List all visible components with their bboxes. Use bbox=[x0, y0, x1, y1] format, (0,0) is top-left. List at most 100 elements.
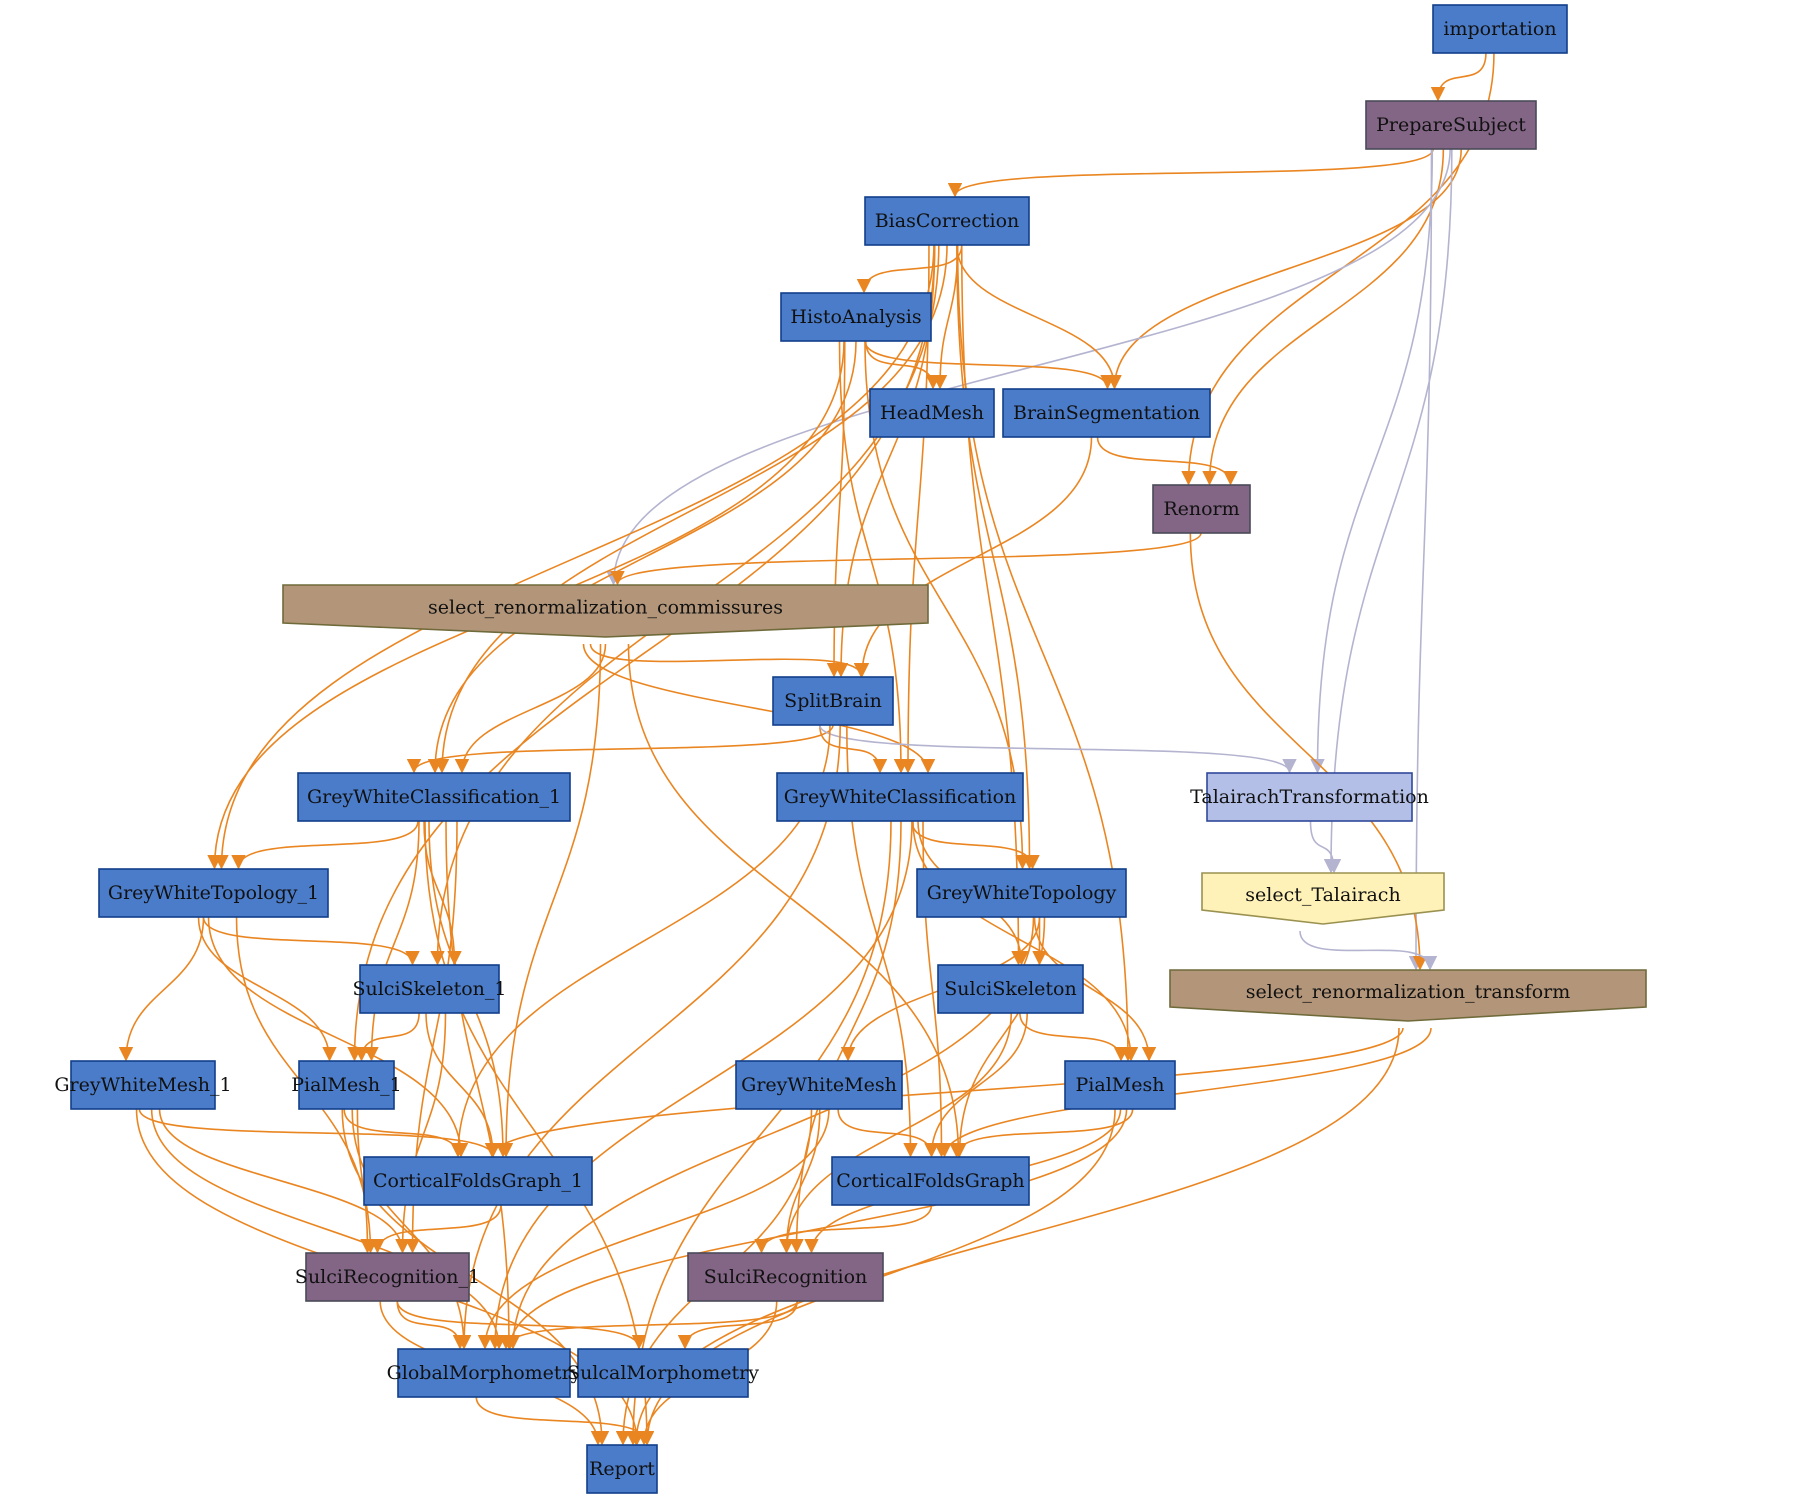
node-shape bbox=[397, 1348, 571, 1398]
edge-grey-white-classification-to-global-morphometry bbox=[487, 820, 913, 1350]
edge-grey-white-classification-1-to-pial-mesh-1 bbox=[364, 820, 420, 1062]
edge-histo-analysis-to-grey-white-classification-1 bbox=[427, 340, 857, 774]
edge-select-renormalization-transform-to-cortical-folds-graph bbox=[937, 1027, 1432, 1158]
edge-histo-analysis-to-grey-white-classification bbox=[838, 340, 909, 774]
node-grey-white-mesh-1[interactable]: GreyWhiteMesh_1 bbox=[54, 1060, 232, 1110]
node-renorm[interactable]: Renorm bbox=[1152, 484, 1251, 534]
node-label: SulciRecognition_1 bbox=[295, 1266, 480, 1288]
node-sulcal-morphometry[interactable]: SulcalMorphometry bbox=[567, 1348, 759, 1398]
edge-histo-analysis-to-grey-white-topology bbox=[864, 340, 1030, 870]
node-histo-analysis[interactable]: HistoAnalysis bbox=[780, 292, 932, 342]
node-label: CorticalFoldsGraph bbox=[836, 1170, 1024, 1192]
node-global-morphometry[interactable]: GlobalMorphometry bbox=[387, 1348, 582, 1398]
edge-bias-correction-to-grey-white-topology-1 bbox=[214, 244, 935, 870]
node-shape bbox=[363, 1156, 593, 1206]
node-bias-correction[interactable]: BiasCorrection bbox=[864, 196, 1030, 246]
node-shape bbox=[1206, 772, 1413, 822]
node-shape bbox=[937, 964, 1084, 1014]
node-sulci-skeleton-1[interactable]: SulciSkeleton_1 bbox=[352, 964, 507, 1014]
node-label: select_Talairach bbox=[1245, 884, 1400, 906]
node-shape bbox=[359, 964, 500, 1014]
edge-sulci-recognition-1-to-global-morphometry bbox=[396, 1300, 468, 1350]
edge-bias-correction-to-grey-white-classification-1 bbox=[434, 244, 948, 774]
node-label: Report bbox=[589, 1458, 655, 1480]
edge-prepare-subject-to-brain-segmentation bbox=[1107, 148, 1462, 390]
edge-sulci-skeleton-1-to-pial-mesh-1 bbox=[354, 1012, 420, 1062]
node-grey-white-topology[interactable]: GreyWhiteTopology bbox=[916, 868, 1127, 918]
edge-grey-white-mesh-1-to-cortical-folds-graph-1 bbox=[138, 1108, 501, 1158]
node-prepare-subject[interactable]: PrepareSubject bbox=[1365, 100, 1537, 150]
node-sulci-recognition-1[interactable]: SulciRecognition_1 bbox=[295, 1252, 480, 1302]
edge-grey-white-topology-1-to-pial-mesh-1 bbox=[197, 916, 337, 1062]
node-select-renormalization-commissures[interactable]: select_renormalization_commissures bbox=[282, 584, 929, 638]
node-shape bbox=[735, 1060, 903, 1110]
edge-split-brain-to-global-morphometry bbox=[456, 724, 841, 1350]
node-label: BiasCorrection bbox=[875, 210, 1020, 232]
node-shape bbox=[282, 584, 929, 638]
edge-sulci-skeleton-to-pial-mesh bbox=[1019, 1012, 1129, 1062]
node-grey-white-topology-1[interactable]: GreyWhiteTopology_1 bbox=[98, 868, 329, 918]
node-shape bbox=[831, 1156, 1030, 1206]
node-label: GreyWhiteMesh bbox=[741, 1074, 897, 1096]
edge-prepare-subject-to-select-renormalization-transform bbox=[1408, 148, 1433, 971]
node-cortical-folds-graph-1[interactable]: CorticalFoldsGraph_1 bbox=[363, 1156, 593, 1206]
edge-pial-mesh-1-to-global-morphometry bbox=[351, 1108, 472, 1350]
node-importation[interactable]: importation bbox=[1432, 4, 1568, 54]
edge-brain-segmentation-to-split-brain bbox=[854, 436, 1093, 678]
node-pial-mesh-1[interactable]: PialMesh_1 bbox=[291, 1060, 402, 1110]
node-label: GreyWhiteClassification_1 bbox=[307, 786, 561, 808]
node-brain-segmentation[interactable]: BrainSegmentation bbox=[1002, 388, 1211, 438]
node-select-renormalization-transform[interactable]: select_renormalization_transform bbox=[1169, 969, 1647, 1022]
edge-sulci-skeleton-to-cortical-folds-graph bbox=[924, 1012, 1028, 1158]
edge-grey-white-mesh-to-global-morphometry bbox=[477, 1108, 830, 1350]
node-label: SulciRecognition bbox=[704, 1266, 868, 1288]
node-cortical-folds-graph[interactable]: CorticalFoldsGraph bbox=[831, 1156, 1030, 1206]
edge-sulci-skeleton-1-to-sulci-recognition-1 bbox=[395, 1012, 447, 1254]
edge-prepare-subject-to-talairach-transformation bbox=[1310, 148, 1434, 774]
edge-prepare-subject-to-select-talairach bbox=[1323, 148, 1453, 874]
node-shape bbox=[1432, 4, 1568, 54]
node-pial-mesh[interactable]: PialMesh bbox=[1064, 1060, 1176, 1110]
node-shape bbox=[869, 388, 995, 438]
node-shape bbox=[298, 1060, 395, 1110]
node-shape bbox=[864, 196, 1030, 246]
edge-brain-segmentation-to-renorm bbox=[1096, 436, 1238, 486]
edge-sulci-recognition-1-to-sulcal-morphometry bbox=[396, 1300, 647, 1350]
node-label: SulciSkeleton_1 bbox=[352, 978, 506, 1000]
edge-sulci-skeleton-1-to-cortical-folds-graph-1 bbox=[425, 1012, 501, 1158]
edge-talairach-transformation-to-select-talairach bbox=[1309, 820, 1342, 874]
node-grey-white-classification-1[interactable]: GreyWhiteClassification_1 bbox=[297, 772, 571, 822]
node-label: PialMesh bbox=[1076, 1074, 1165, 1096]
node-select-talairach[interactable]: select_Talairach bbox=[1201, 872, 1445, 925]
node-label: SulcalMorphometry bbox=[567, 1362, 759, 1384]
node-label: select_renormalization_commissures bbox=[428, 597, 783, 619]
node-shape bbox=[1169, 969, 1647, 1022]
node-grey-white-classification[interactable]: GreyWhiteClassification bbox=[776, 772, 1024, 822]
node-label: PrepareSubject bbox=[1376, 114, 1526, 136]
node-shape bbox=[1365, 100, 1537, 150]
node-label: GreyWhiteMesh_1 bbox=[54, 1074, 231, 1096]
edge-grey-white-classification-to-report bbox=[625, 820, 892, 1446]
node-split-brain[interactable]: SplitBrain bbox=[772, 676, 894, 726]
node-label: select_renormalization_transform bbox=[1246, 981, 1571, 1003]
edge-grey-white-topology-to-pial-mesh bbox=[1033, 916, 1157, 1062]
node-label: SulciSkeleton bbox=[944, 978, 1076, 1000]
edge-grey-white-classification-1-to-global-morphometry bbox=[445, 820, 517, 1350]
node-talairach-transformation[interactable]: TalairachTransformation bbox=[1190, 772, 1429, 822]
edge-select-renormalization-transform-to-cortical-folds-graph-1 bbox=[484, 1027, 1404, 1158]
edge-prepare-subject-to-bias-correction bbox=[947, 148, 1434, 198]
edges-layer bbox=[118, 52, 1495, 1446]
node-label: TalairachTransformation bbox=[1190, 786, 1429, 808]
node-sulci-skeleton[interactable]: SulciSkeleton bbox=[937, 964, 1084, 1014]
node-shape bbox=[687, 1252, 884, 1302]
edge-grey-white-mesh-to-cortical-folds-graph bbox=[837, 1108, 939, 1158]
node-head-mesh[interactable]: HeadMesh bbox=[869, 388, 995, 438]
node-grey-white-mesh[interactable]: GreyWhiteMesh bbox=[735, 1060, 903, 1110]
node-label: PialMesh_1 bbox=[291, 1074, 402, 1096]
node-report[interactable]: Report bbox=[586, 1444, 658, 1494]
node-sulci-recognition[interactable]: SulciRecognition bbox=[687, 1252, 884, 1302]
edge-histo-analysis-to-head-mesh bbox=[864, 340, 941, 390]
node-label: GreyWhiteClassification bbox=[784, 786, 1017, 808]
edge-global-morphometry-to-report bbox=[475, 1396, 655, 1446]
